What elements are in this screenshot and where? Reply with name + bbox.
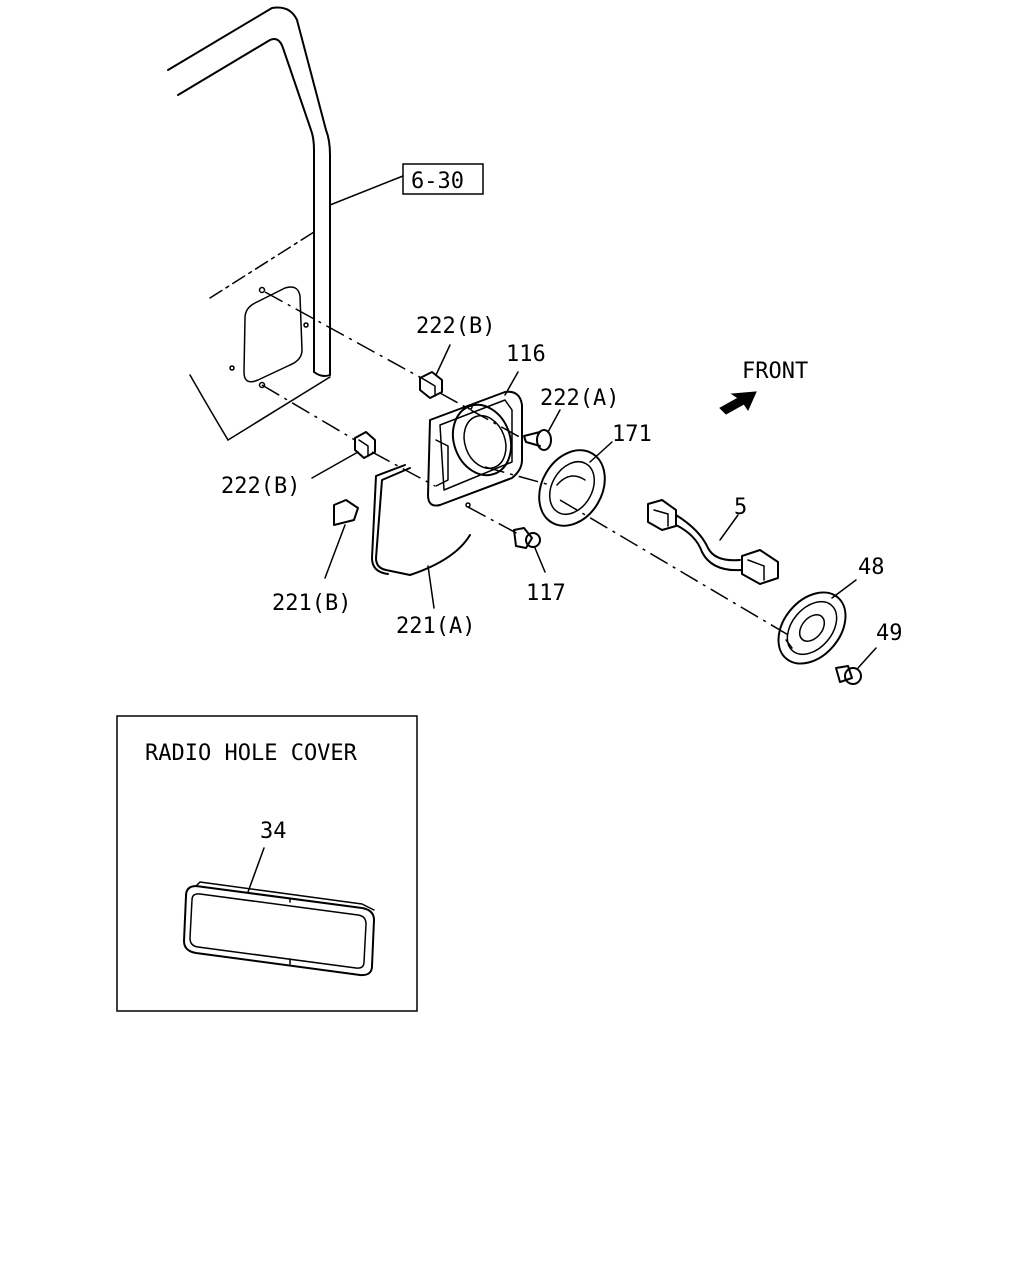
- speaker-bracket-116: [427, 371, 523, 508]
- center-lines: [261, 291, 791, 637]
- callout-49: 49: [876, 621, 903, 646]
- reference-text: 6-30: [411, 169, 464, 194]
- front-label: FRONT: [742, 359, 808, 384]
- piece-221b: [324, 499, 359, 579]
- screw-222a: [523, 409, 561, 451]
- front-indicator: FRONT: [719, 359, 808, 415]
- callout-117: 117: [526, 581, 566, 606]
- reference-label: 6-30: [329, 163, 484, 206]
- callout-222b-left: 222(B): [221, 474, 300, 499]
- front-arrow-icon: [719, 391, 757, 415]
- screw-117: [513, 527, 546, 573]
- clip-222b-top: [419, 344, 451, 399]
- radio-hole-cover-inset: RADIO HOLE COVER 34: [116, 715, 418, 1012]
- harness-5: [647, 499, 779, 585]
- callout-222b-top: 222(B): [416, 314, 495, 339]
- callout-5: 5: [734, 495, 747, 520]
- door-panel: [167, 6, 331, 441]
- callout-48: 48: [858, 555, 885, 580]
- callout-222a: 222(A): [540, 386, 619, 411]
- screw-49: [835, 647, 877, 685]
- callout-171: 171: [612, 422, 652, 447]
- inset-title: RADIO HOLE COVER: [145, 741, 358, 766]
- trim-strip-221a: [371, 464, 471, 609]
- speaker-48: [777, 579, 857, 665]
- trim-ring-171: [538, 441, 613, 527]
- clip-222b-left: [311, 431, 376, 479]
- callout-34: 34: [260, 819, 287, 844]
- radio-hole-cover-34: [183, 881, 375, 977]
- callout-221b: 221(B): [272, 591, 351, 616]
- callout-116: 116: [506, 342, 546, 367]
- callout-221a: 221(A): [396, 614, 475, 639]
